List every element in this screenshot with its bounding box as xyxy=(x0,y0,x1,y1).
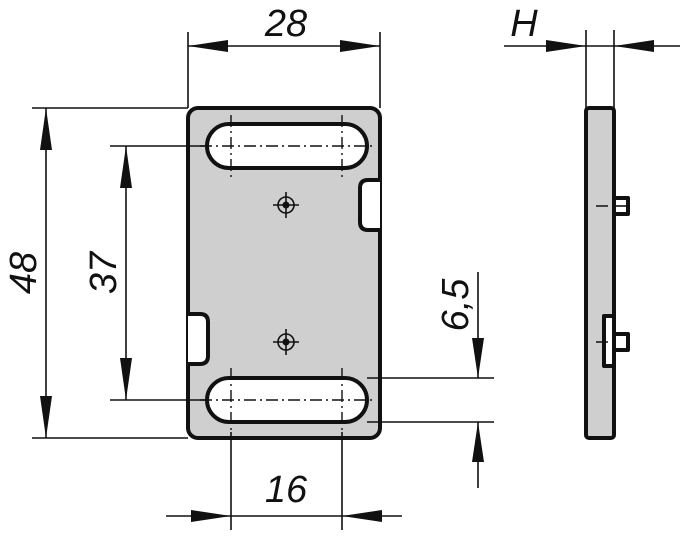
side-plate xyxy=(584,106,616,440)
slot-width-dimension: 6,5 xyxy=(367,272,494,488)
plate-body xyxy=(186,106,382,440)
upper-rivet-icon xyxy=(273,192,299,218)
right-notch xyxy=(358,178,380,232)
width-dimension: 28 xyxy=(187,3,381,108)
slot-length-label: 16 xyxy=(265,469,308,511)
width-label: 28 xyxy=(264,3,307,45)
left-notch xyxy=(188,312,210,366)
slot-length-dimension: 16 xyxy=(166,432,402,530)
lower-rivet-icon xyxy=(273,329,299,355)
front-view xyxy=(186,106,382,440)
slot-pitch-label: 37 xyxy=(83,250,125,294)
overall-height-label: 48 xyxy=(3,252,45,294)
thickness-dimension: H xyxy=(504,3,680,108)
side-view xyxy=(584,106,632,440)
slot-pitch-dimension: 37 xyxy=(83,145,207,401)
thickness-label: H xyxy=(510,3,538,45)
lower-pin xyxy=(612,332,630,352)
slot-width-label: 6,5 xyxy=(435,278,477,332)
overall-height-dimension: 48 xyxy=(3,107,188,439)
